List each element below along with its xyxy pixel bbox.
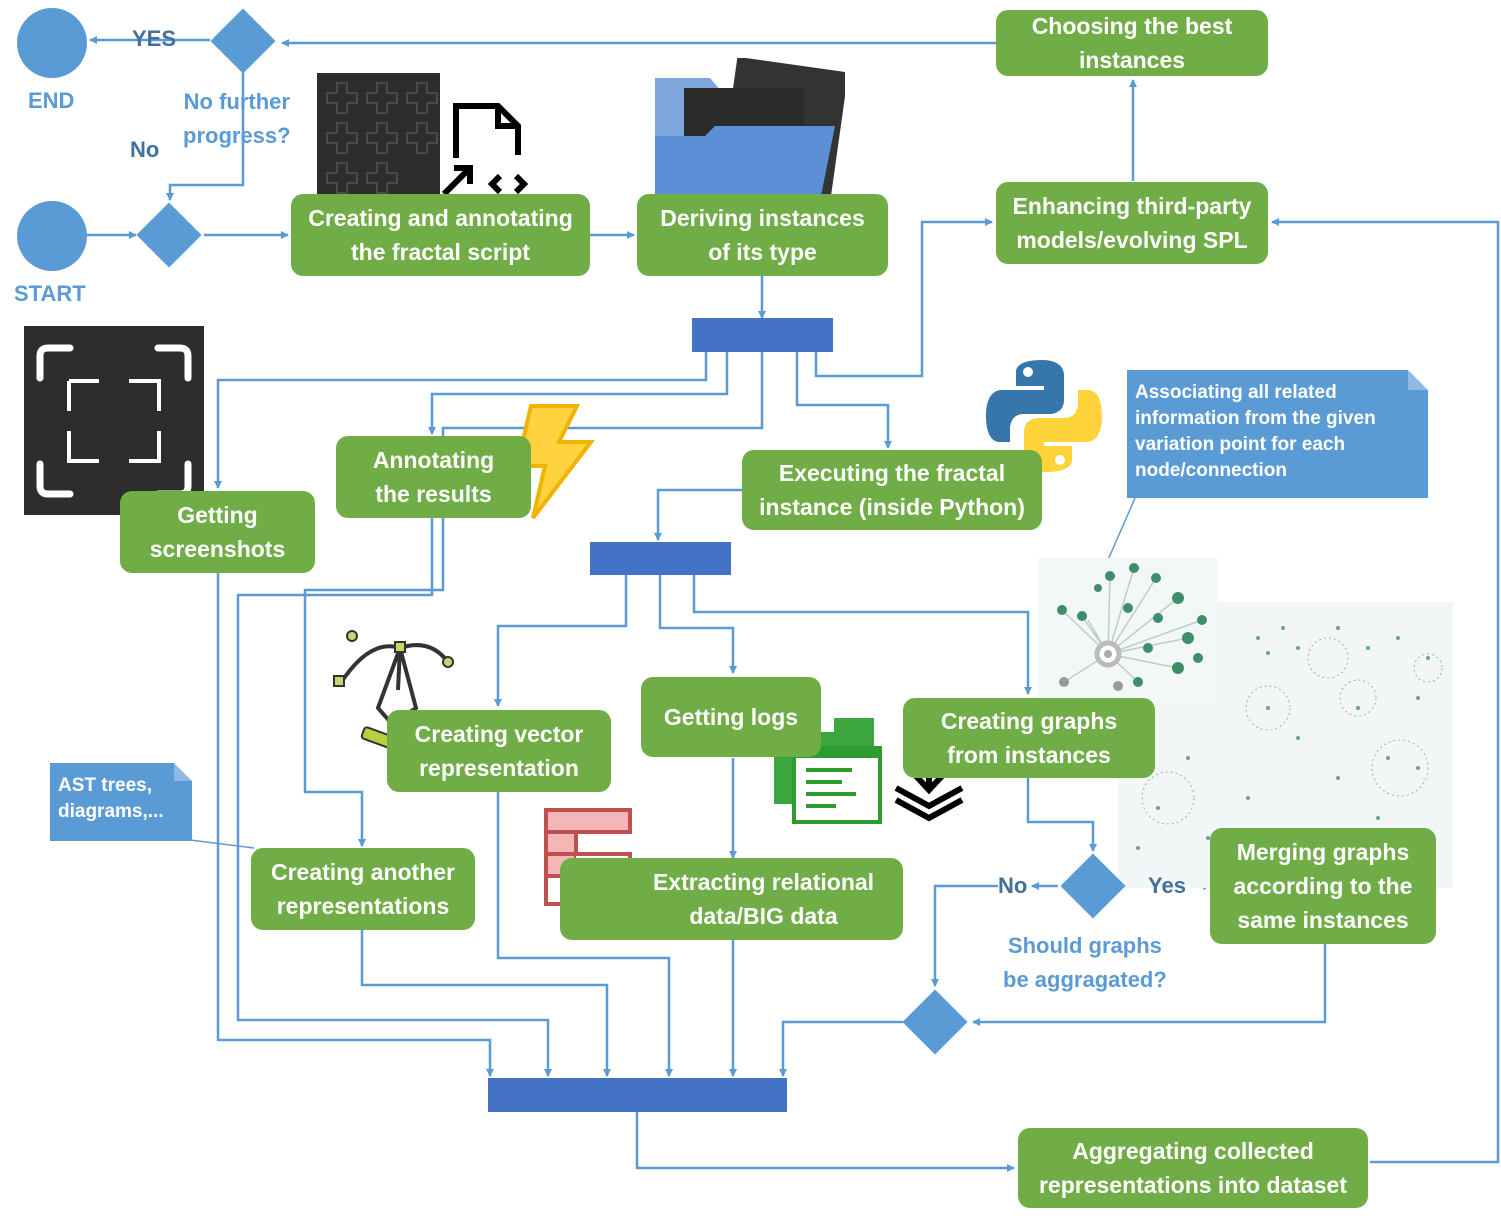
start-node xyxy=(17,201,87,271)
progress-yes-label: YES xyxy=(132,26,177,51)
aggregate-question: Should graphs be aggragated? xyxy=(1003,933,1167,992)
aggregate-no-label: No xyxy=(998,873,1028,898)
start-label: START xyxy=(14,281,86,306)
step-executing-instance: Executing the fractal instance (inside P… xyxy=(742,450,1042,530)
step-getting-screenshots: Getting screenshots xyxy=(120,491,315,573)
progress-question: No further progress? xyxy=(183,89,291,148)
step-merging-graphs: Merging graphs according to the same ins… xyxy=(1210,828,1436,944)
fork-bar-execution xyxy=(590,542,731,575)
step-extracting-relational: Extracting relational data/BIG data xyxy=(560,858,903,940)
step-creating-script: Creating and annotating the fractal scri… xyxy=(291,194,590,276)
step-enhancing-models: Enhancing third-party models/evolving SP… xyxy=(996,182,1268,264)
code-file-icon xyxy=(440,100,536,198)
step-deriving-instances: Deriving instances of its type xyxy=(637,194,888,276)
step-vector-representation: Creating vector representation xyxy=(387,710,611,792)
pen-tool-icon xyxy=(330,628,460,750)
note-ast-fold xyxy=(174,763,192,781)
step-choosing-best: Choosing the best instances xyxy=(996,10,1268,76)
fork-bar-instances xyxy=(692,318,833,352)
folder-icon xyxy=(650,56,849,200)
step-another-representations: Creating another representations xyxy=(251,848,475,930)
fractal-texture-image xyxy=(317,73,440,196)
screenshot-frame-icon xyxy=(24,326,204,515)
note-ast-trees: AST trees, diagrams,... xyxy=(50,763,192,841)
end-node xyxy=(17,8,87,78)
end-label: END xyxy=(28,88,75,113)
note-associating: Associating all related information from… xyxy=(1127,370,1428,498)
join-bar-representations xyxy=(488,1078,787,1112)
note-associating-fold xyxy=(1408,370,1428,390)
aggregate-yes-label: Yes xyxy=(1148,873,1186,898)
step-annotating-results: Annotating the results xyxy=(336,436,531,518)
step-creating-graphs: Creating graphs from instances xyxy=(903,698,1155,778)
python-logo-icon xyxy=(984,356,1104,476)
progress-no-label: No xyxy=(130,137,160,162)
step-aggregating-dataset: Aggregating collected representations in… xyxy=(1018,1128,1368,1208)
step-getting-logs: Getting logs xyxy=(641,677,821,757)
